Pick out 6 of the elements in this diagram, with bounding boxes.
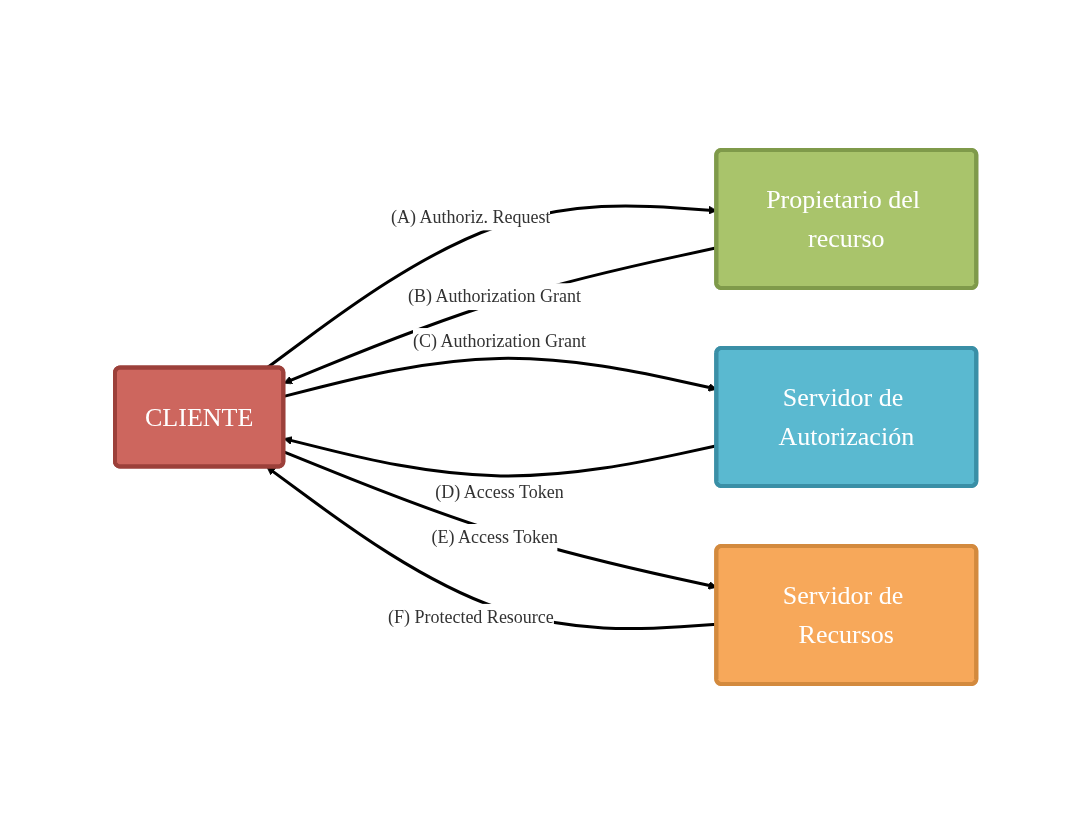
edge-label: (A) Authoriz. Request	[391, 206, 551, 227]
edge-label: (B) Authorization Grant	[408, 286, 582, 307]
edge-label: (C) Authorization Grant	[413, 331, 587, 352]
edge-label: (F) Protected Resource	[388, 606, 555, 627]
edge-label: (D) Access Token	[435, 481, 565, 502]
edge-label: (E) Access Token	[431, 526, 559, 547]
